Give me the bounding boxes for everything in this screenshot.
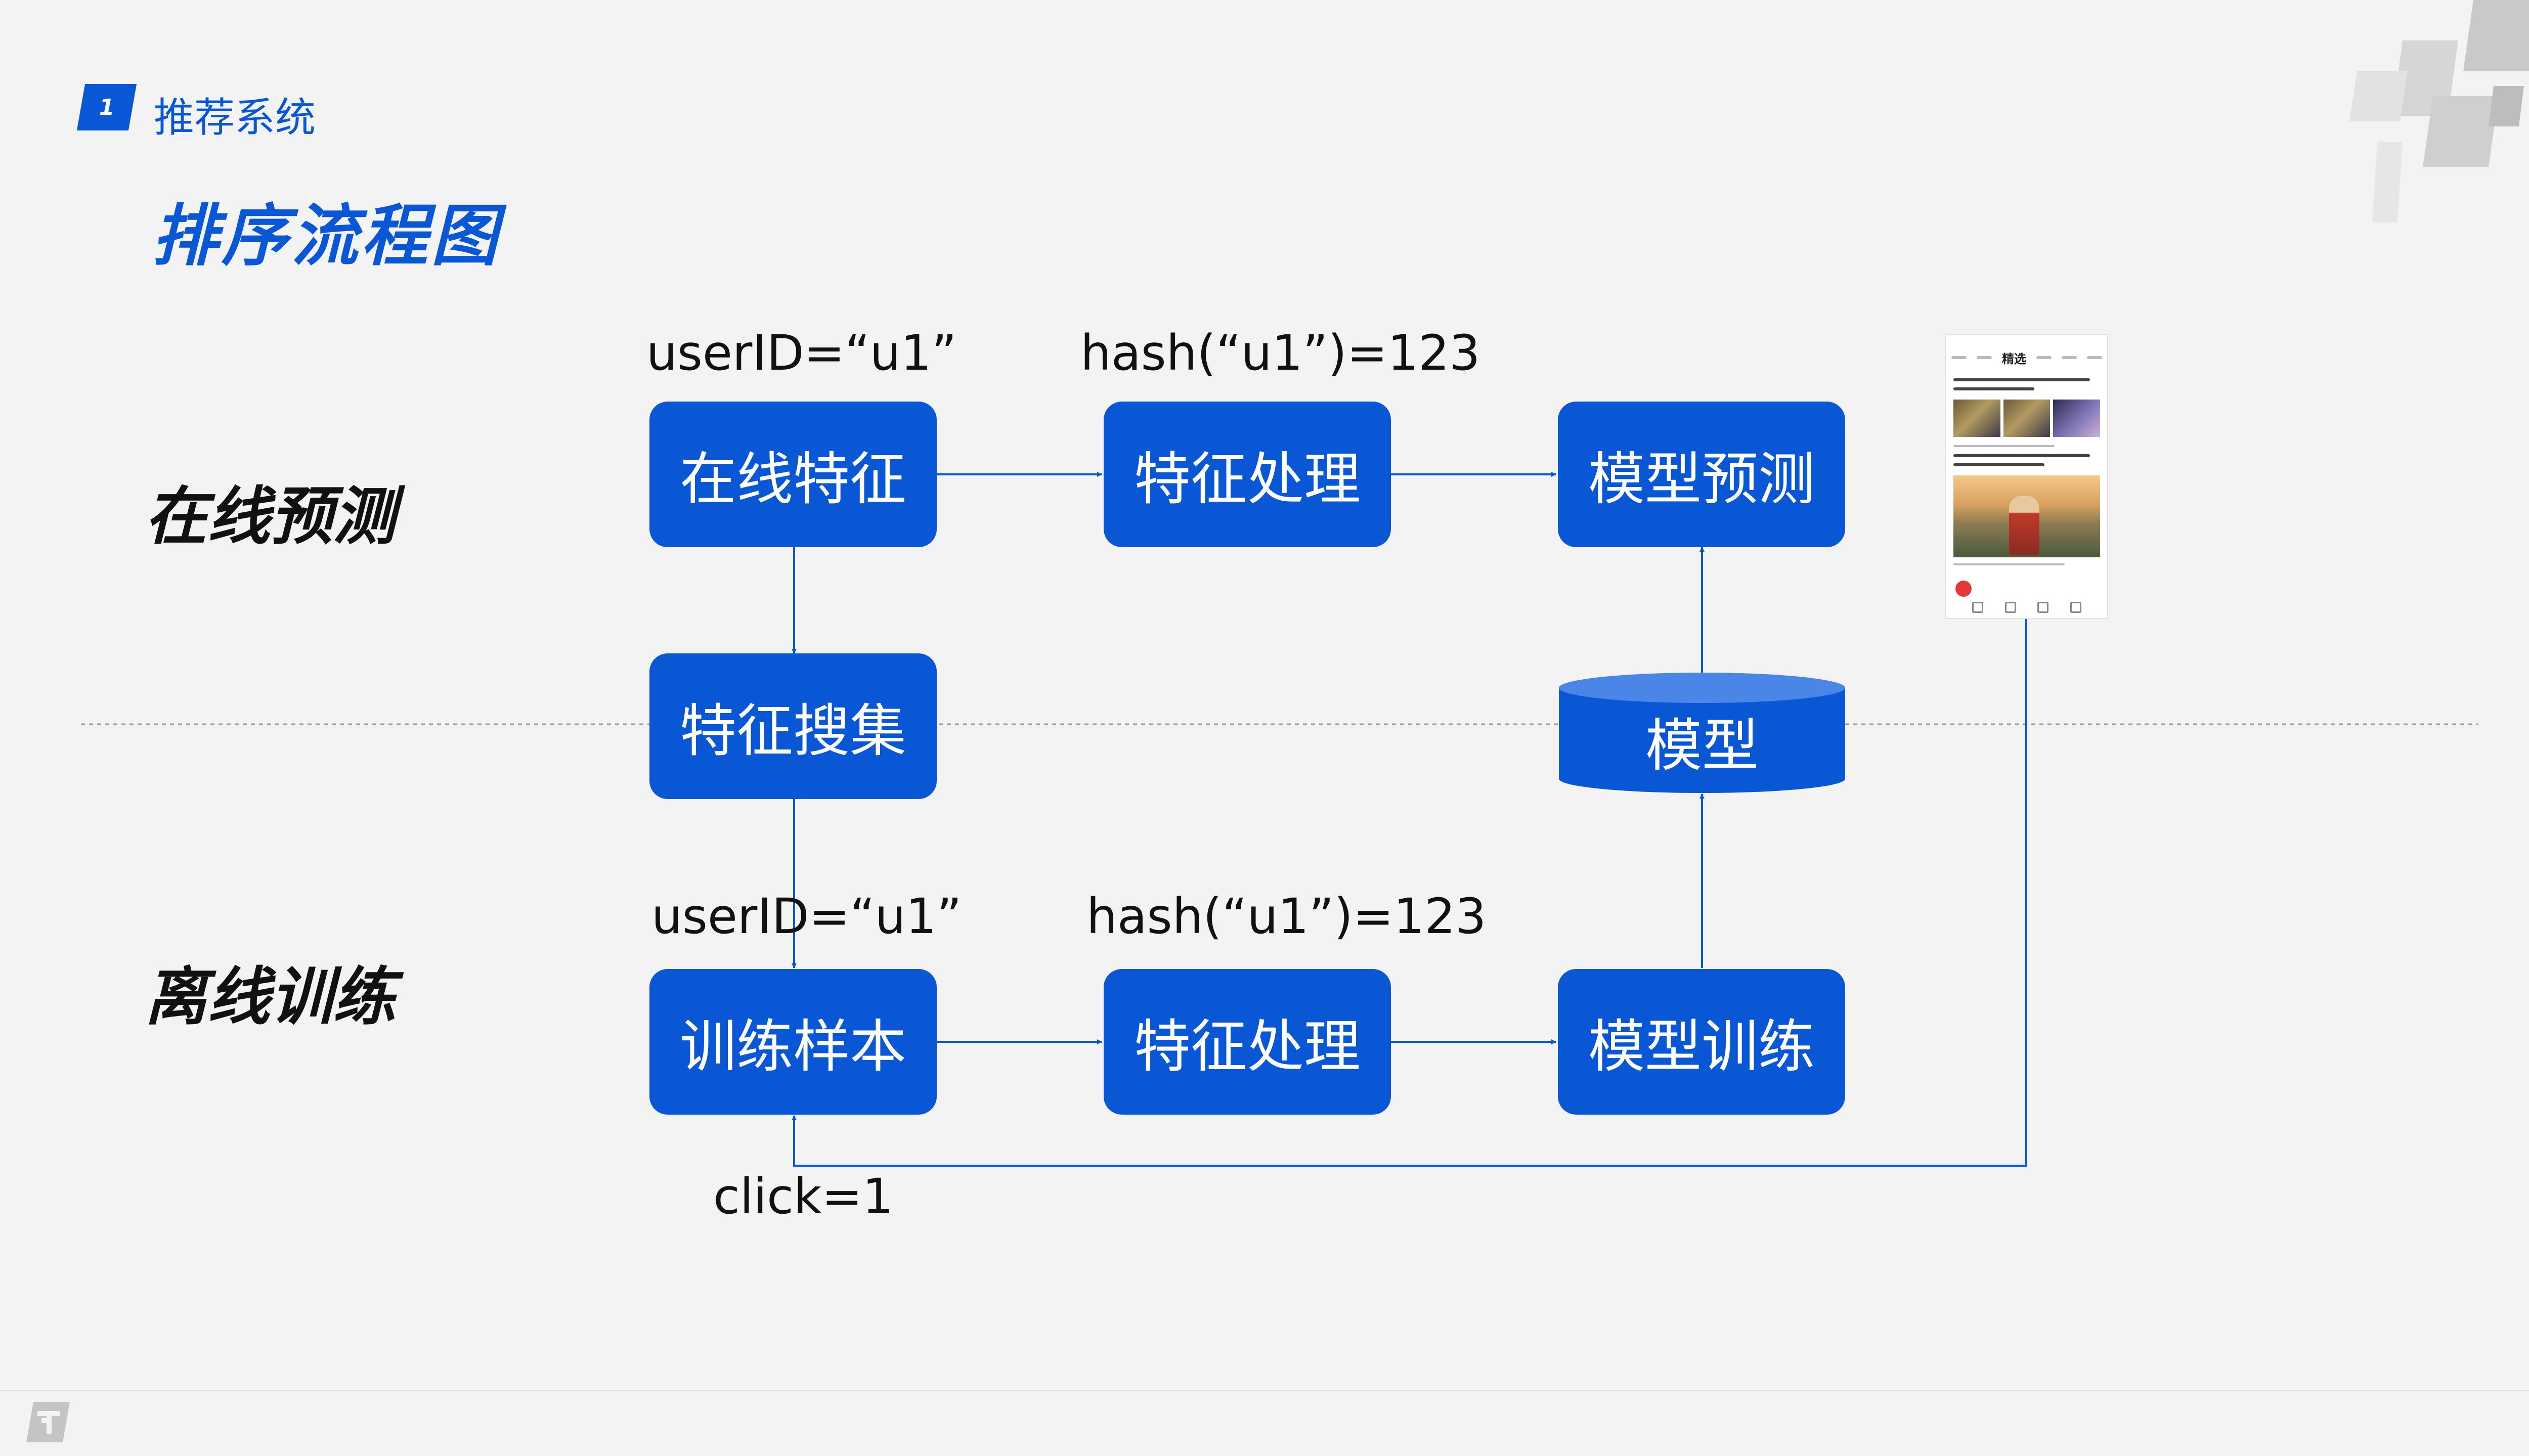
phone-text-line <box>1953 387 2034 390</box>
box-online-feature-processing: 特征处理 <box>1104 402 1391 547</box>
row-label-online: 在线预测 <box>145 480 396 553</box>
phone-meta-line <box>1953 563 2065 565</box>
section-title: 推荐系统 <box>154 94 316 141</box>
offline-hash-label: hash(“u1”)=123 <box>1086 888 1487 945</box>
phone-tab <box>1977 356 1992 359</box>
phone-photo <box>1953 475 2100 557</box>
phone-nav-icon <box>2004 602 2016 613</box>
phone-status-bar <box>1951 339 2102 347</box>
box-model-training: 模型训练 <box>1558 969 1845 1115</box>
phone-tab <box>2087 356 2102 359</box>
phone-thumbnail <box>2003 400 2051 437</box>
model-cylinder <box>1559 673 1845 793</box>
box-online-features: 在线特征 <box>649 402 937 547</box>
phone-nav-bar <box>1961 602 2092 613</box>
online-hash-label: hash(“u1”)=123 <box>1080 325 1480 381</box>
phone-text-line <box>1953 378 2090 381</box>
phone-text-line <box>1953 463 2044 466</box>
box-training-samples: 训练样本 <box>649 969 937 1115</box>
phone-action-button <box>1955 581 1972 597</box>
phone-tab <box>2062 356 2077 359</box>
page-title: 排序流程图 <box>152 197 501 275</box>
online-userid-label: userID=“u1” <box>646 325 957 381</box>
phone-text-line <box>1953 454 2090 457</box>
phone-nav-icon <box>2037 602 2049 613</box>
footer-divider <box>0 1390 2529 1391</box>
click-label: click=1 <box>713 1168 894 1225</box>
phone-tab-bar: 精选 <box>1951 350 2102 366</box>
phone-photo-person <box>2009 496 2039 555</box>
model-store-label: 模型 <box>1645 713 1759 779</box>
arrow-click-feedback <box>792 618 2027 1167</box>
phone-tab <box>1951 356 1967 359</box>
box-offline-feature-processing: 特征处理 <box>1104 969 1391 1115</box>
phone-image-row <box>1953 400 2101 437</box>
phone-thumbnail <box>2053 400 2101 437</box>
phone-nav-icon <box>1972 602 1984 613</box>
box-feature-collection: 特征搜集 <box>649 653 937 799</box>
phone-thumbnail <box>1953 400 2000 437</box>
phone-meta-line <box>1953 445 2055 447</box>
phone-nav-icon <box>2070 602 2081 613</box>
footer-logo-icon <box>26 1402 70 1442</box>
box-model-prediction: 模型预测 <box>1558 402 1845 547</box>
decorative-logo-top-right <box>2349 0 2529 223</box>
row-label-offline: 离线训练 <box>145 961 396 1034</box>
phone-tab <box>2036 356 2052 359</box>
phone-tab-active: 精选 <box>2002 351 2026 366</box>
offline-userid-label: userID=“u1” <box>651 888 962 945</box>
phone-screenshot: 精选 <box>1945 334 2108 619</box>
